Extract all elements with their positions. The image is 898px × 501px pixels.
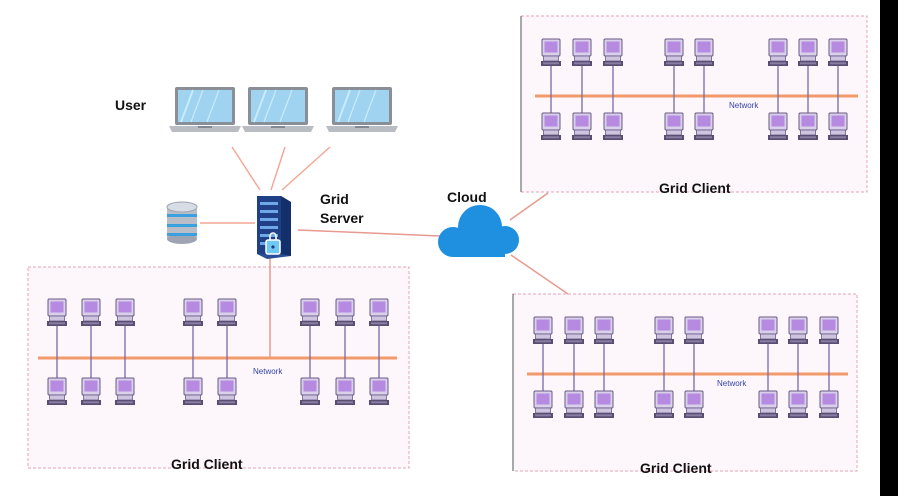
lock-icon bbox=[265, 232, 281, 255]
desktop-computer-icon bbox=[683, 390, 705, 419]
desktop-computer-icon bbox=[334, 298, 356, 327]
grid-client-label-top-right: Grid Client bbox=[659, 180, 731, 196]
desktop-computer-icon bbox=[532, 316, 554, 345]
desktop-computer-icon bbox=[216, 377, 238, 406]
desktop-computer-icon bbox=[182, 377, 204, 406]
desktop-computer-icon bbox=[602, 112, 624, 141]
client-computers bbox=[46, 38, 849, 419]
desktop-computer-icon bbox=[767, 112, 789, 141]
server-icon bbox=[257, 196, 291, 259]
desktop-computer-icon bbox=[787, 390, 809, 419]
desktop-computer-icon bbox=[571, 112, 593, 141]
desktop-computer-icon bbox=[532, 390, 554, 419]
desktop-computer-icon bbox=[653, 316, 675, 345]
link-server-cloud bbox=[297, 229, 441, 237]
desktop-computer-icon bbox=[46, 298, 68, 327]
cloud-icon bbox=[438, 205, 519, 257]
desktop-computer-icon bbox=[683, 316, 705, 345]
desktop-computer-icon bbox=[299, 298, 321, 327]
desktop-computer-icon bbox=[563, 390, 585, 419]
desktop-computer-icon bbox=[757, 316, 779, 345]
desktop-computer-icon bbox=[299, 377, 321, 406]
link-user-2-server bbox=[270, 146, 286, 191]
desktop-computer-icon bbox=[693, 112, 715, 141]
network-label-top-right: Network bbox=[729, 101, 759, 110]
desktop-computer-icon bbox=[593, 390, 615, 419]
desktop-computer-icon bbox=[593, 316, 615, 345]
desktop-computer-icon bbox=[818, 390, 840, 419]
desktop-computer-icon bbox=[368, 377, 390, 406]
desktop-computer-icon bbox=[114, 377, 136, 406]
user-label: User bbox=[115, 97, 147, 113]
network-label-bottom-right: Network bbox=[717, 379, 747, 388]
grid-client-label-bottom-right: Grid Client bbox=[640, 460, 712, 476]
desktop-computer-icon bbox=[46, 377, 68, 406]
desktop-computer-icon bbox=[663, 38, 685, 67]
desktop-computer-icon bbox=[757, 390, 779, 419]
desktop-computer-icon bbox=[182, 298, 204, 327]
desktop-computer-icon bbox=[571, 38, 593, 67]
desktop-computer-icon bbox=[797, 38, 819, 67]
desktop-computer-icon bbox=[80, 298, 102, 327]
desktop-computer-icon bbox=[787, 316, 809, 345]
cluster-box-bottom-left bbox=[27, 266, 410, 469]
desktop-computer-icon bbox=[818, 316, 840, 345]
grid-server-label-line1: Grid bbox=[320, 191, 349, 207]
desktop-computer-icon bbox=[827, 38, 849, 67]
link-cloud-bottom-cluster bbox=[510, 254, 569, 295]
desktop-computer-icon bbox=[540, 38, 562, 67]
laptop-icon bbox=[241, 86, 315, 133]
desktop-computer-icon bbox=[693, 38, 715, 67]
desktop-computer-icon bbox=[653, 390, 675, 419]
desktop-computer-icon bbox=[216, 298, 238, 327]
desktop-computer-icon bbox=[563, 316, 585, 345]
link-cloud-top-cluster bbox=[509, 192, 549, 221]
desktop-computer-icon bbox=[767, 38, 789, 67]
desktop-computer-icon bbox=[540, 112, 562, 141]
desktop-computer-icon bbox=[114, 298, 136, 327]
desktop-computer-icon bbox=[797, 112, 819, 141]
grid-server-label-line2: Server bbox=[320, 210, 364, 226]
laptop-icon bbox=[168, 86, 242, 133]
desktop-computer-icon bbox=[334, 377, 356, 406]
network-label-bottom-left: Network bbox=[253, 367, 283, 376]
grid-client-label-bottom-left: Grid Client bbox=[171, 456, 243, 472]
link-user-3-server bbox=[281, 146, 331, 191]
desktop-computer-icon bbox=[80, 377, 102, 406]
link-user-1-server bbox=[231, 146, 261, 191]
cloud-label: Cloud bbox=[447, 189, 487, 205]
laptop-icon bbox=[325, 86, 399, 133]
desktop-computer-icon bbox=[663, 112, 685, 141]
window-edge bbox=[880, 0, 898, 496]
desktop-computer-icon bbox=[827, 112, 849, 141]
desktop-computer-icon bbox=[602, 38, 624, 67]
database-icon bbox=[166, 201, 198, 244]
desktop-computer-icon bbox=[368, 298, 390, 327]
